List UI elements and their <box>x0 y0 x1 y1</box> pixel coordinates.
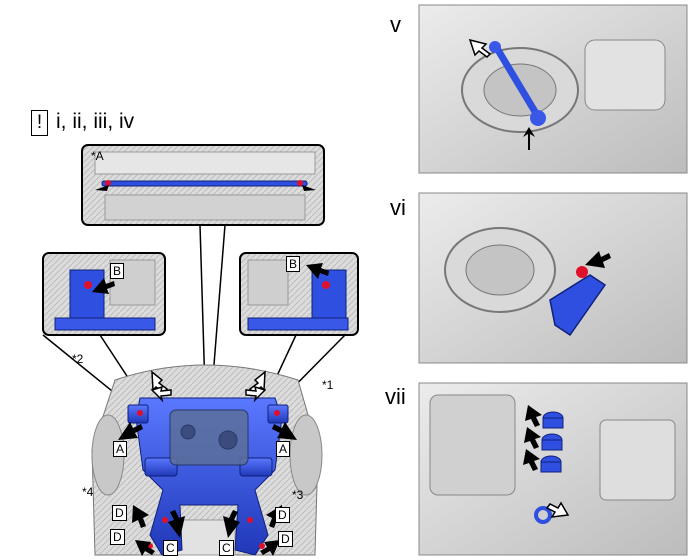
photo-vi <box>418 192 688 364</box>
callout-star-4: *4 <box>82 485 94 499</box>
engine-block <box>169 409 249 466</box>
callout-star-2: *2 <box>72 352 84 366</box>
callout-d-left-bottom: D <box>110 529 125 545</box>
inset-right <box>239 252 359 336</box>
callout-star-a: *A <box>91 149 104 163</box>
stay-hollow-arrows <box>150 370 267 403</box>
view-label-vii: vii <box>385 384 406 409</box>
view-label-v: v <box>390 12 401 37</box>
callout-c-left: C <box>163 540 178 556</box>
callout-b-right: B <box>286 256 301 272</box>
callout-star-1: *1 <box>322 378 334 392</box>
caution-icon: ! <box>31 110 48 136</box>
callout-star-3: *3 <box>292 488 304 502</box>
callout-a-right: A <box>276 441 291 457</box>
callout-d-left-top: D <box>112 505 127 521</box>
photo-v <box>418 4 688 174</box>
inset-left <box>42 252 166 336</box>
bolt-solid-arrows <box>118 422 297 556</box>
callout-a-left: A <box>113 441 128 457</box>
callout-c-right: C <box>219 540 234 556</box>
bolt-markers <box>137 410 280 549</box>
steps-label: i, ii, iii, iv <box>56 110 135 133</box>
inset-a <box>81 144 325 226</box>
callout-d-right-top: D <box>275 507 290 523</box>
photo-vii <box>418 382 688 556</box>
view-label-vi: vi <box>390 195 406 220</box>
callout-b-left: B <box>110 263 125 279</box>
callout-d-right-bottom: D <box>278 531 293 547</box>
